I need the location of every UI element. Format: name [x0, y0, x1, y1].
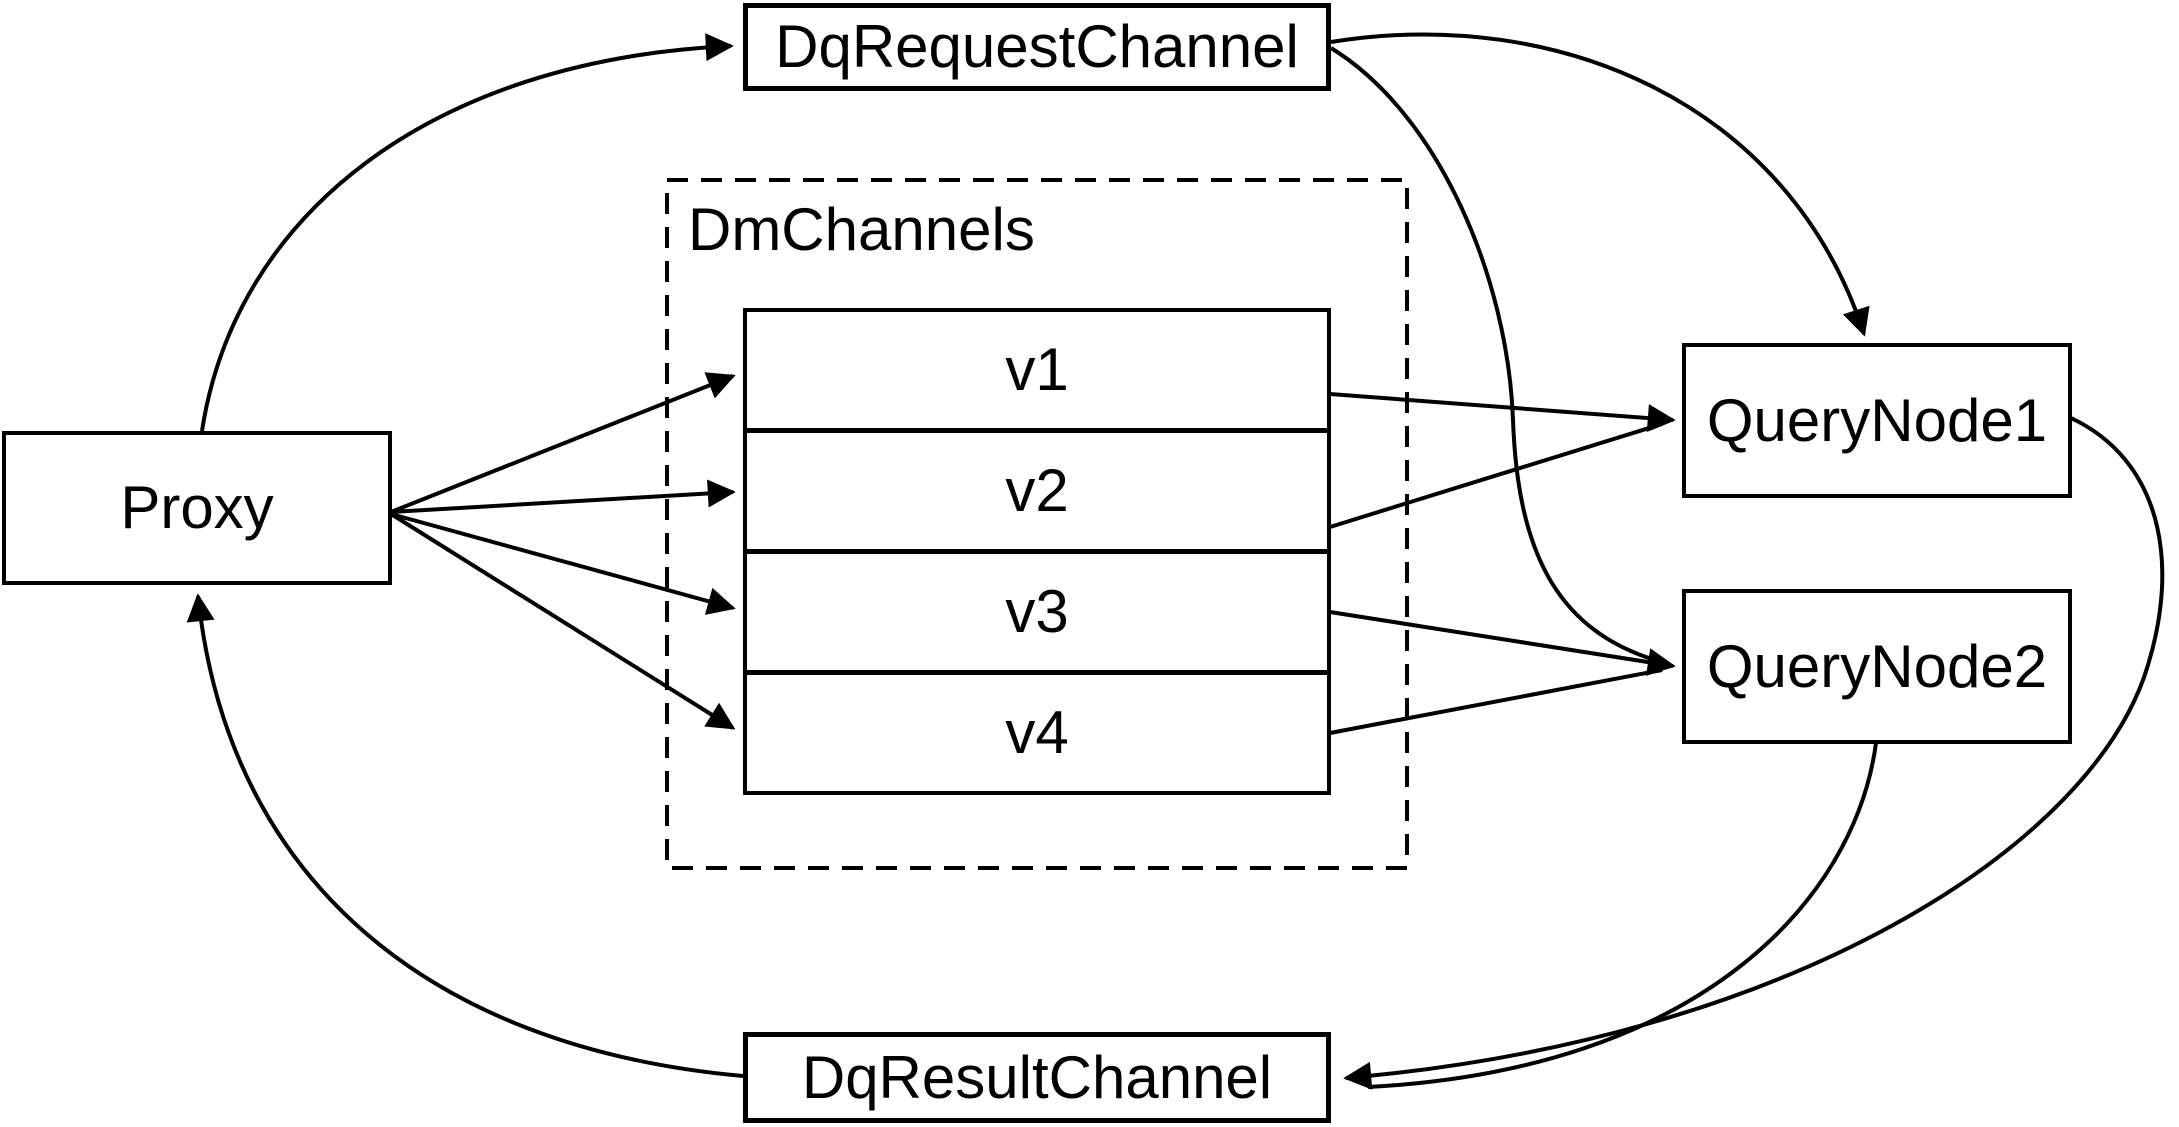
- edge-querynode2-dqresultchannel: [1367, 742, 1878, 1089]
- dm-channel-stack: v1 v2 v3 v4: [743, 308, 1331, 795]
- channel-row-v1: v1: [747, 312, 1327, 428]
- edge-dqrequestchannel-querynode1: [1330, 32, 1870, 337]
- edge-proxy-v4: [389, 512, 736, 730]
- query-node-1-label: QueryNode1: [1706, 386, 2048, 454]
- edge-proxy-dqrequestchannel: [200, 33, 734, 432]
- edge-v4-querynode2: [1329, 668, 1663, 735]
- edge-v1-querynode1: [1329, 392, 1676, 433]
- node-proxy: Proxy: [2, 431, 392, 585]
- edge-v3-querynode2: [1329, 610, 1676, 676]
- edge-dqrequestchannel-querynode2: [1329, 46, 1659, 663]
- channel-row-v4: v4: [747, 670, 1327, 791]
- dm-channels-group-label: DmChannels: [688, 196, 1035, 263]
- edge-proxy-v1: [390, 372, 736, 514]
- node-dq-result-channel: DqResultChannel: [743, 1032, 1331, 1123]
- edge-querynode1-dqresultchannel: [1343, 416, 2165, 1090]
- node-query-node-2: QueryNode2: [1682, 589, 2072, 744]
- edge-proxy-v3: [390, 512, 736, 615]
- proxy-label: Proxy: [120, 474, 274, 541]
- node-query-node-1: QueryNode1: [1682, 343, 2072, 498]
- node-dq-request-channel: DqRequestChannel: [743, 3, 1331, 91]
- channel-v2-label: v2: [1005, 457, 1069, 524]
- dq-result-channel-label: DqResultChannel: [801, 1043, 1273, 1111]
- channel-v1-label: v1: [1005, 336, 1069, 403]
- edge-v2-querynode1: [1329, 422, 1663, 529]
- dq-request-channel-label: DqRequestChannel: [775, 13, 1299, 80]
- query-node-2-label: QueryNode2: [1706, 632, 2048, 700]
- edge-dqresultchannel-proxy: [186, 593, 744, 1078]
- channel-v3-label: v3: [1005, 578, 1069, 645]
- channel-row-v2: v2: [747, 428, 1327, 549]
- edge-proxy-v2: [390, 479, 736, 514]
- channel-v4-label: v4: [1005, 699, 1069, 766]
- channel-row-v3: v3: [747, 549, 1327, 670]
